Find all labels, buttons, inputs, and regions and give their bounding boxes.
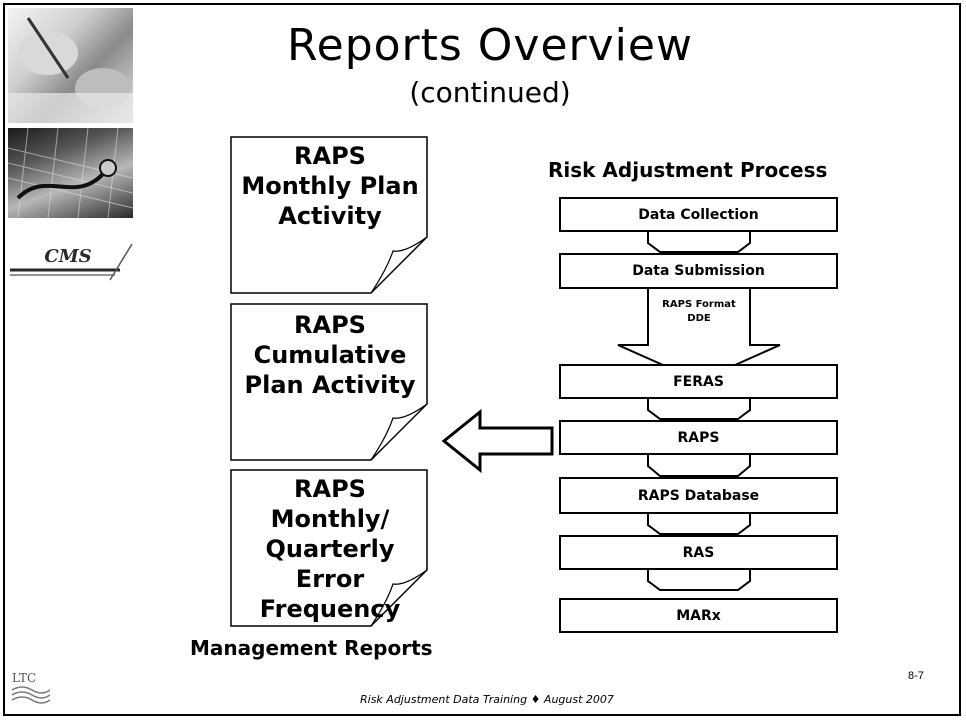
- process-title: Risk Adjustment Process: [548, 158, 828, 182]
- connector-chevron: [647, 398, 751, 420]
- slide-frame: [3, 3, 961, 716]
- hands-writing-icon: [8, 17, 133, 123]
- connector-chevron: [647, 513, 751, 535]
- connector-chevron: [647, 231, 751, 253]
- step-marx: MARx: [559, 598, 838, 633]
- management-reports-label: Management Reports: [190, 636, 433, 660]
- keyboard-stethoscope-photo: [8, 128, 133, 218]
- report-title-lines: RAPS Monthly Plan Activity: [241, 142, 419, 230]
- submission-format-label: RAPS Format DDE: [662, 299, 736, 324]
- step-ras: RAS: [559, 535, 838, 570]
- cms-logo-text: CMS: [44, 246, 91, 267]
- ltc-logo-text: LTC: [12, 671, 36, 685]
- slide-footer: Risk Adjustment Data Training ♦ August 2…: [360, 693, 614, 706]
- page-number: 8-7: [908, 670, 924, 682]
- cms-logo: CMS: [10, 240, 135, 285]
- report-title-lines: RAPS Cumulative Plan Activity: [244, 311, 416, 399]
- ltc-logo: LTC: [10, 668, 51, 704]
- report-title-lines: RAPS Monthly/ Quarterly Error Frequency: [259, 475, 401, 623]
- step-raps-database: RAPS Database: [559, 477, 838, 514]
- report-doc-cumulative-plan-activity: RAPS Cumulative Plan Activity: [229, 302, 431, 464]
- submission-format-arrow: [617, 287, 781, 383]
- keyboard-stethoscope-icon: [8, 128, 133, 218]
- hands-writing-photo: [8, 8, 133, 123]
- connector-chevron: [647, 569, 751, 591]
- step-data-collection: Data Collection: [559, 197, 838, 232]
- step-feras: FERAS: [559, 364, 838, 399]
- connector-chevron: [647, 454, 751, 477]
- step-data-submission: Data Submission: [559, 253, 838, 289]
- slide-title: Reports Overview: [287, 20, 693, 71]
- slide-subtitle: (continued): [409, 76, 571, 109]
- step-raps: RAPS: [559, 420, 838, 455]
- report-doc-monthly-plan-activity: RAPS Monthly Plan Activity: [229, 135, 431, 297]
- big-left-arrow-icon: [441, 408, 554, 474]
- report-doc-error-frequency: RAPS Monthly/ Quarterly Error Frequency: [229, 468, 431, 630]
